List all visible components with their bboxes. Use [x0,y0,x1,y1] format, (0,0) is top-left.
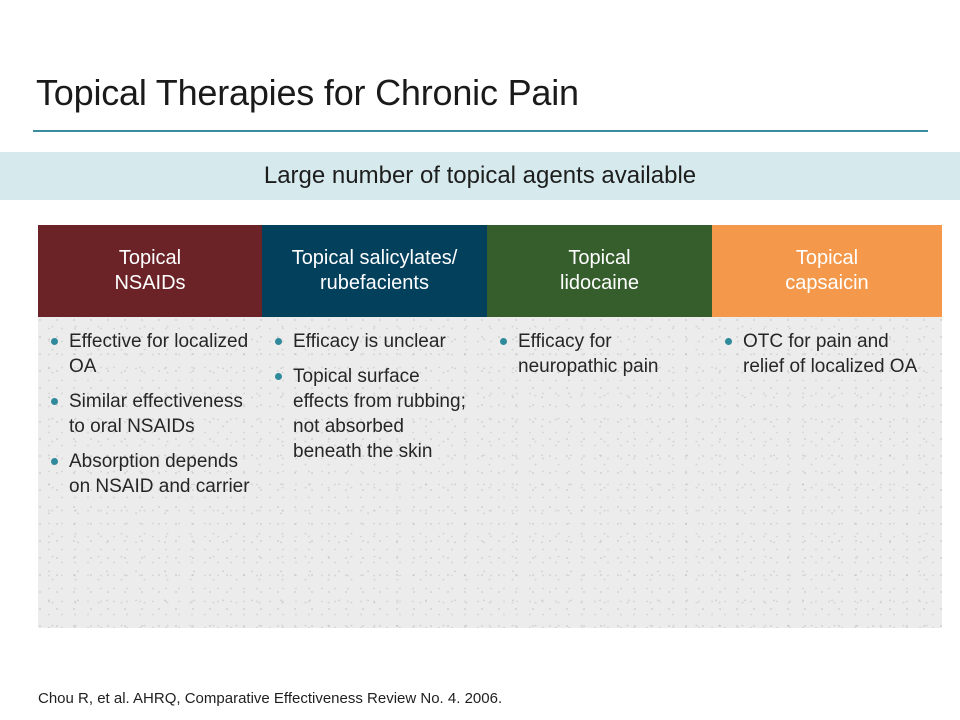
subtitle-text: Large number of topical agents available [263,162,697,189]
column-header-line-2: rubefacients [320,272,429,294]
page-title: Topical Therapies for Chronic Pain [36,72,579,113]
bullet-dot-icon [51,398,58,406]
column-header-line-2: lidocaine [560,272,639,294]
subtitle-banner: Large number of topical agents available [0,152,960,200]
list-item-text: OTC for pain and relief of localized OA [743,331,918,378]
column-header-line-1: Topical salicylates/ [291,247,458,269]
citation-text: Chou R, et al. AHRQ, Comparative Effecti… [38,690,503,707]
column-header-line-2: capsaicin [785,272,869,294]
table-cell-topical-salicylates-rubefacients: Efficacy is unclear Topical surface effe… [262,317,487,628]
list-item-text: Absorption depends on NSAID and carrier [69,451,250,498]
bullet-list: Efficacy is unclear Topical surface effe… [272,329,477,464]
column-header-topical-capsaicin: Topical capsaicin [712,225,942,317]
bullet-list: OTC for pain and relief of localized OA [722,329,932,379]
table-body-row: Effective for localized OA Similar effec… [38,317,942,628]
list-item-text: Efficacy for neuropathic pain [518,331,659,378]
bullet-dot-icon [500,338,507,345]
column-header-line-1: Topical [118,247,182,269]
list-item-text: Efficacy is unclear [293,331,446,352]
bullet-dot-icon [725,338,732,345]
list-item: Efficacy is unclear [272,329,477,354]
list-item: Efficacy for neuropathic pain [497,329,702,379]
bullet-dot-icon [275,338,282,345]
bullet-list: Efficacy for neuropathic pain [497,329,702,379]
bullet-dot-icon [51,458,58,466]
column-header-topical-salicylates-rubefacients: Topical salicylates/ rubefacients [262,225,487,317]
topical-therapies-table: Topical NSAIDs Topical salicylates/ rube… [38,225,942,628]
list-item-text: Topical surface effects from rubbing; no… [293,366,466,463]
table-cell-topical-capsaicin: OTC for pain and relief of localized OA [712,317,942,628]
column-header-line-1: Topical [568,247,631,269]
list-item: Absorption depends on NSAID and carrier [48,449,252,499]
bullet-list: Effective for localized OA Similar effec… [48,329,252,499]
table-header-row: Topical NSAIDs Topical salicylates/ rube… [38,225,942,317]
table-cell-topical-nsaids: Effective for localized OA Similar effec… [38,317,262,628]
list-item: Topical surface effects from rubbing; no… [272,364,477,464]
column-header-topical-lidocaine: Topical lidocaine [487,225,712,317]
list-item: Similar effectiveness to oral NSAIDs [48,389,252,439]
table-cell-topical-lidocaine: Efficacy for neuropathic pain [487,317,712,628]
list-item-text: Effective for localized OA [69,331,249,378]
list-item: Effective for localized OA [48,329,252,379]
column-header-line-1: Topical [795,247,859,269]
bullet-dot-icon [275,373,282,381]
column-header-topical-nsaids: Topical NSAIDs [38,225,262,317]
bullet-dot-icon [51,338,58,345]
list-item-text: Similar effectiveness to oral NSAIDs [69,391,243,438]
title-underline-rule [33,130,928,132]
column-header-line-2: NSAIDs [114,272,186,294]
list-item: OTC for pain and relief of localized OA [722,329,932,379]
